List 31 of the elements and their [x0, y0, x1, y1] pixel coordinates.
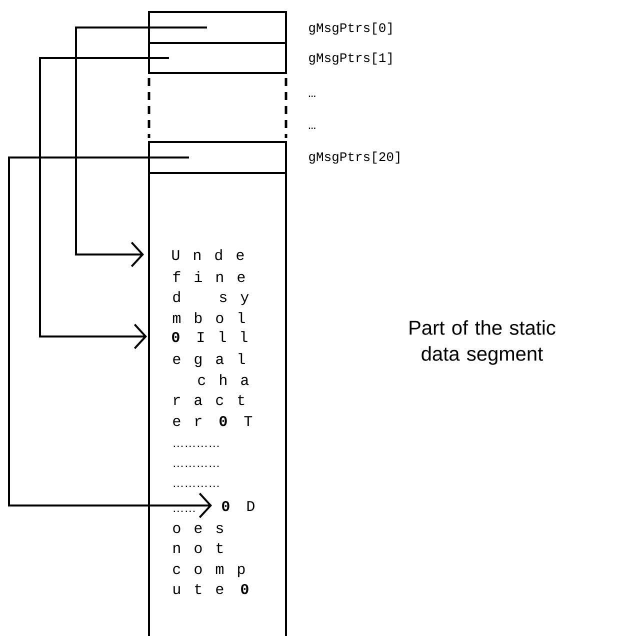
arrow: [39, 57, 169, 350]
dotted-row: …………: [174, 466, 219, 467]
ellipsis: …: [308, 96, 316, 97]
segment-label: Part of the static data segment: [410, 320, 556, 365]
character-row: e g a l: [173, 353, 245, 368]
character-row: e r 0 T: [173, 416, 252, 426]
character-row: m b o l: [172, 312, 245, 324]
memory-cell: [148, 10, 287, 44]
dotted-row: …………: [174, 486, 219, 487]
memory-column: [148, 172, 287, 636]
character-row: o e s: [173, 524, 223, 534]
character-row: d s y: [173, 291, 249, 306]
character-row: 0 D: [222, 500, 254, 512]
character-row: U n d e: [172, 249, 244, 260]
arrow: [75, 26, 207, 268]
dotted-row: ……: [174, 510, 195, 512]
dotted-row: …………: [174, 446, 219, 447]
character-row: n o t: [174, 543, 223, 554]
variable-label: gMsgPtrs[1]: [309, 52, 392, 65]
variable-label: gMsgPtrs[0]: [309, 22, 392, 35]
ellipsis: …: [308, 128, 316, 129]
memory-cell: [148, 42, 287, 74]
character-row: r a c t: [174, 395, 244, 406]
memory-cell: [148, 141, 287, 174]
character-row: c h a: [198, 374, 249, 386]
character-row: f i n e: [173, 271, 245, 282]
variable-label: gMsgPtrs[20]: [309, 152, 400, 164]
character-row: u t e 0: [174, 584, 248, 594]
character-row: c o m p: [173, 566, 245, 578]
character-row: 0 I l l: [172, 331, 248, 342]
arrow: [8, 156, 212, 518]
